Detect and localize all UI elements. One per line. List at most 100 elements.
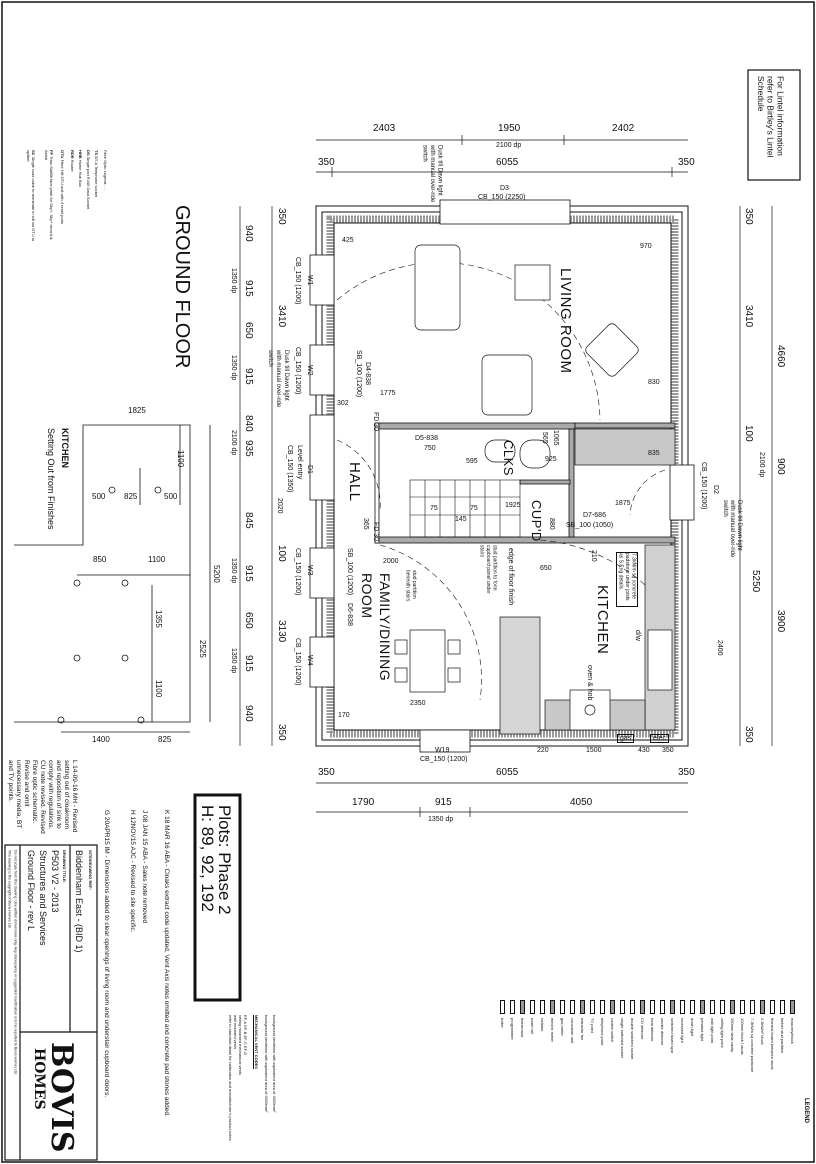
legend-code: TS [94, 150, 99, 156]
plan-note: SB_100 (1200) [346, 548, 353, 596]
window-w1 [309, 254, 335, 306]
services-legend-item: OTU Fibre Hill OTU unit with 4 reset por… [60, 150, 65, 250]
legend-item-label: thermostat [520, 1018, 525, 1037]
chair [447, 667, 461, 683]
dim-right-outer: 4660 [775, 345, 786, 368]
vent-code: EF-D [243, 1045, 248, 1056]
dim-left-inner: 350 [276, 208, 287, 225]
window-w2-light-note: Dusk till Dawn light with manual over-ri… [267, 350, 289, 408]
window-w2 [309, 344, 335, 396]
plan-dim: 1775 [380, 390, 396, 397]
legend-symbol-icon [500, 1000, 505, 1014]
room-label-hall: HALL [346, 462, 363, 502]
services-legend-item: HHB Home Hub Box [78, 150, 83, 250]
plan-dim: 302 [337, 400, 349, 407]
plan-dim: 2000 [383, 558, 399, 565]
dim-bottom-1790: 1790 [352, 797, 375, 808]
legend-item-label: smoke detector [660, 1018, 665, 1046]
legend-item-label: 2.5kN/m² block [760, 1018, 765, 1045]
plan-dim: 430 [638, 747, 650, 754]
dishwasher-label: d/w [634, 630, 641, 641]
site-ref: Biddenham East - (BID 1) [74, 850, 84, 953]
legend-symbol-icon [710, 1000, 715, 1014]
legend-item-label: ceiling light point [720, 1018, 725, 1048]
plan-note: D4-838 [364, 362, 371, 385]
plan-dim: 425 [342, 237, 354, 244]
site-ref-label: SITE/DRAWING REF: [88, 850, 93, 890]
legend-item-label: 100mm block / studs [740, 1018, 745, 1055]
plan-dim: 880 [548, 518, 555, 530]
window-w4 [309, 636, 335, 688]
plan-dim: 650 [540, 565, 552, 572]
legend-item-label: thermal board between studs [770, 1018, 775, 1070]
services-legend-item: FP Triax Sat/Bk face plate for Sky+, Sky… [44, 150, 54, 250]
plan-dim: 2350 [410, 700, 426, 707]
services-legend-intro: Fibre Optic Legend: ... [103, 150, 108, 190]
plan-dim: 595 [466, 458, 478, 465]
legend-symbol-icon [760, 1000, 765, 1014]
legend-item-label: programmer [510, 1018, 515, 1040]
dim-top-350-right: 350 [678, 157, 695, 168]
legend-symbol-icon [690, 1000, 695, 1014]
legend-desc: Fibre Hill OTU unit with 4 reset ports [60, 159, 65, 225]
revision-g: G 20APR15 IM - Dimensions added to clear… [103, 810, 110, 1098]
legend-item-label: telephone point [600, 1018, 605, 1046]
legend-desc: BT-A Telephone socket [94, 156, 99, 198]
dining-table [409, 629, 446, 693]
plan-dim: 750 [424, 445, 436, 452]
dimension-lines [239, 135, 773, 817]
legend-code: HHB [78, 150, 83, 159]
lintel-note: For Lintel information refer to Birtley'… [755, 76, 786, 158]
disclaimer-2: This drawing is the copyright of Bovis H… [7, 850, 12, 929]
door-d2 [669, 464, 695, 521]
dim-bottom-915: 915 [435, 797, 452, 808]
fire-door-2: FD 30 [372, 522, 379, 542]
dim-left: 935 [243, 440, 254, 457]
legend-item-label: switched fused spur [670, 1018, 675, 1054]
setting-out-dim: 5200 [212, 565, 221, 583]
island-worktop [499, 616, 541, 735]
legend-symbol-icon [630, 1000, 635, 1014]
dim-top-350-left: 350 [318, 157, 335, 168]
door-d3-light-note: Dusk till Dawn light with manual over-ri… [421, 145, 443, 203]
dim-bottom-350-left: 350 [318, 767, 335, 778]
setting-out-dim: 500 [92, 492, 106, 501]
vent-code: EF-A [243, 1015, 248, 1025]
legend-symbol-icon [550, 1000, 555, 1014]
legend-item-label: TV point [590, 1018, 595, 1033]
stairs [409, 479, 521, 538]
legend-item-label: extractor fan [580, 1018, 585, 1041]
window-w3-label: W3 [306, 565, 313, 576]
legend-item-label: radiator [540, 1018, 545, 1032]
legend-desc: Router [70, 159, 75, 172]
dim-right-inner: 350 [743, 726, 754, 743]
plots-line-2: H: 89, 92, 192 [198, 805, 217, 912]
plan-dim: 170 [338, 712, 350, 719]
dim-left: 940 [243, 705, 254, 722]
services-legend-item: TS BT-A Telephone socket [94, 150, 99, 250]
window-w4-label: W4 [306, 655, 313, 666]
legend-symbol-icon [570, 1000, 575, 1014]
services-legend-item: SC Single coax cable to terminate in lof… [26, 150, 36, 250]
dim-bottom-4050: 4050 [570, 797, 593, 808]
wc [484, 439, 516, 463]
vent-note: wall mounted vents [233, 1015, 238, 1050]
legend-item-label: towel rail [530, 1018, 535, 1034]
plan-dim: 835 [648, 450, 660, 457]
window-w3 [309, 547, 335, 599]
dim-right-outer: 900 [775, 458, 786, 475]
dim-top-2100dp: 2100 dp [496, 142, 522, 149]
legend-item-label: masonry/block [790, 1018, 795, 1044]
plan-dim: 1065 [552, 430, 559, 446]
logo-word-1: BOVIS [44, 1042, 79, 1153]
door-d2-light-note: Dusk till Dawn light with manual over-ri… [722, 500, 742, 558]
dim-left-dp: 2100 dp [230, 430, 237, 456]
chair [394, 639, 408, 655]
sheet-title: GROUND FLOOR [171, 205, 193, 369]
chair [447, 639, 461, 655]
fire-door-1: FD 30 [372, 412, 379, 432]
plan-note: D7-686 [583, 512, 606, 519]
chair [394, 667, 408, 683]
door-d3-lintel: CB_150 (2250) [478, 194, 526, 201]
furniture [394, 244, 639, 693]
